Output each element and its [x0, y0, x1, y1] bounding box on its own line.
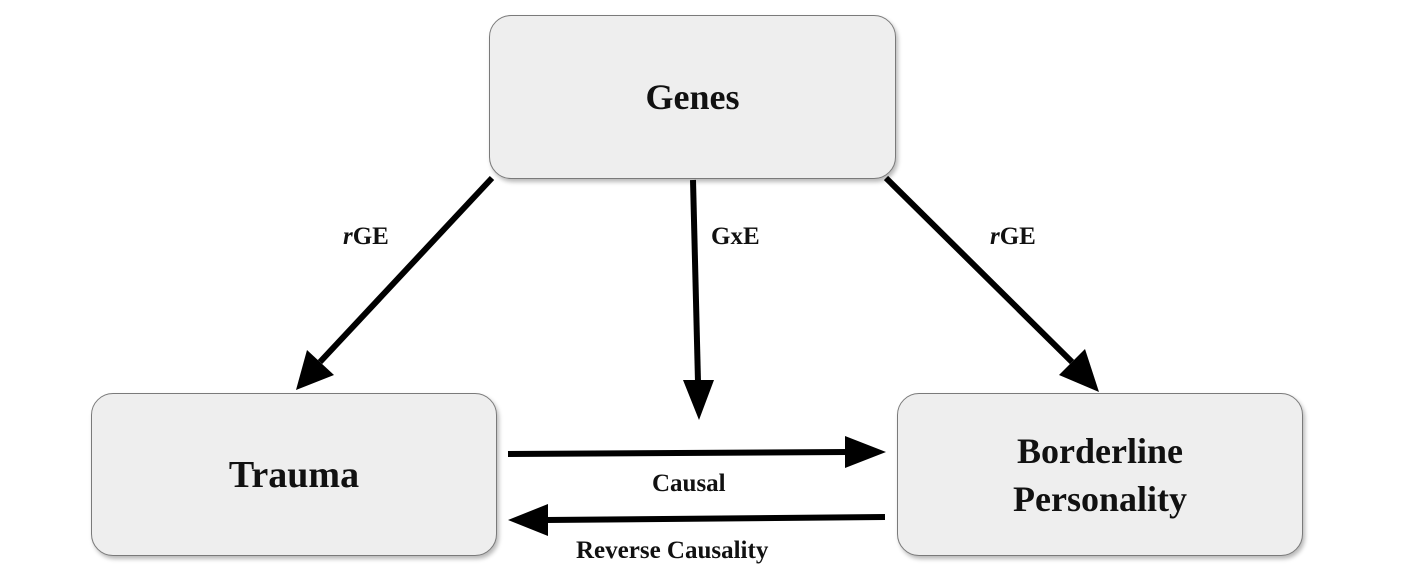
edge-label-rge-left-suffix: GE	[352, 223, 389, 250]
edge-label-rge-right-prefix: r	[990, 223, 1000, 250]
node-genes-label: Genes	[645, 77, 740, 117]
edge-label-rge-right: rGE	[990, 223, 1036, 251]
arrow-reverse-causality	[508, 504, 886, 536]
edge-label-causal: Causal	[652, 470, 726, 497]
node-trauma-label: Trauma	[228, 453, 360, 496]
node-bpd-label-line2: Personality	[1013, 478, 1187, 519]
arrow-genes-to-trauma	[296, 175, 495, 390]
node-genes: Genes	[489, 15, 896, 179]
node-borderline-personality: Borderline Personality	[897, 393, 1303, 556]
arrow-genes-gxe	[683, 179, 714, 420]
edge-label-rge-left: rGE	[343, 223, 389, 251]
edge-label-reverse-causality: Reverse Causality	[576, 537, 769, 564]
arrow-causal	[507, 436, 886, 468]
edge-label-rge-left-prefix: r	[343, 223, 353, 250]
edge-label-gxe: GxE	[711, 223, 760, 250]
node-trauma: Trauma	[91, 393, 497, 556]
edge-label-rge-right-suffix: GE	[999, 223, 1036, 250]
node-bpd-label-line1: Borderline	[1017, 430, 1183, 471]
arrow-genes-to-bpd	[883, 175, 1099, 392]
